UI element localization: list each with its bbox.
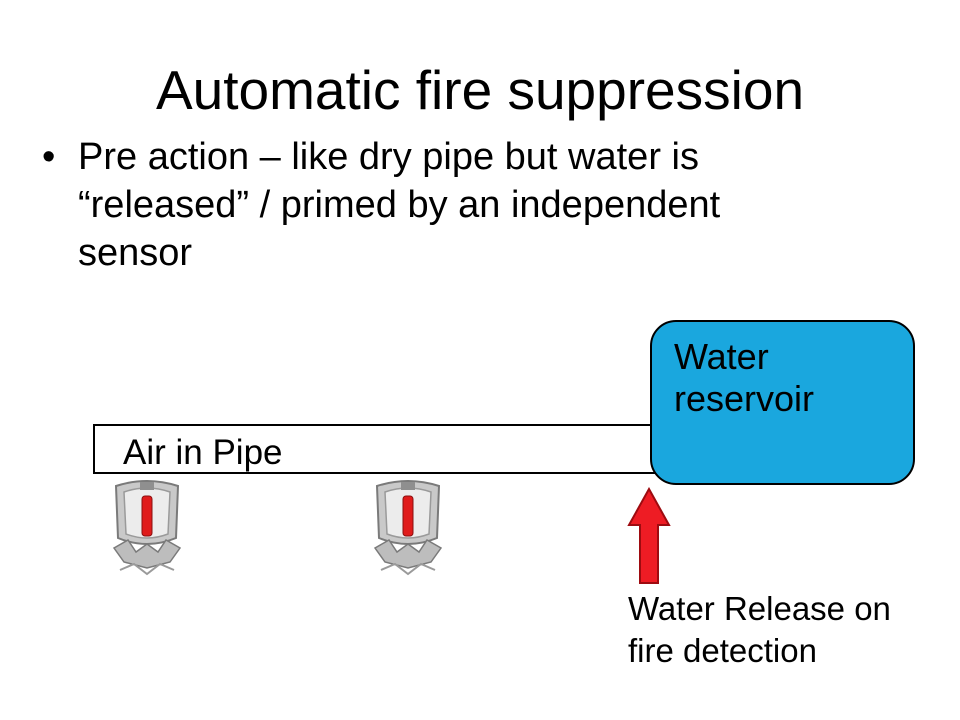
release-label: Water Release on fire detection (628, 590, 891, 669)
up-arrow-icon (627, 487, 671, 584)
air-pipe: Air in Pipe (93, 424, 673, 474)
sprinkler-head-icon (373, 480, 443, 576)
reservoir-label: Water reservoir (674, 336, 815, 419)
sprinkler-head-icon (112, 480, 182, 576)
slide-title: Automatic fire suppression (155, 59, 805, 121)
bullet-item: • Pre action – like dry pipe but water i… (42, 133, 842, 277)
water-reservoir: Water reservoir (650, 320, 915, 485)
pipe-label: Air in Pipe (123, 433, 283, 472)
bullet-list: • Pre action – like dry pipe but water i… (42, 133, 842, 277)
bullet-text: Pre action – like dry pipe but water is … (78, 136, 721, 274)
bullet-dot-icon: • (42, 136, 56, 178)
